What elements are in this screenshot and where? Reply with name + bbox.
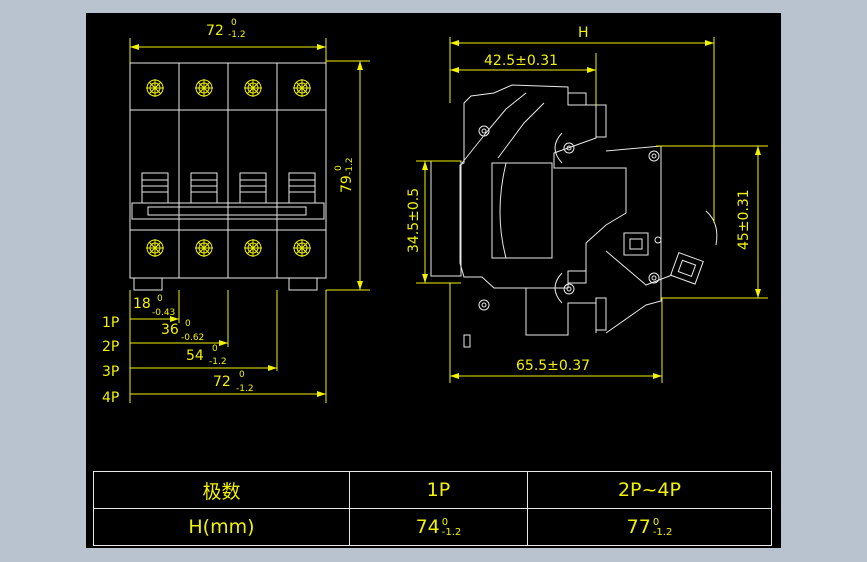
width-dimension: 72 0 -1.2 <box>129 18 327 63</box>
handle-tie-bar <box>131 202 325 220</box>
svg-text:45±0.31: 45±0.31 <box>736 189 752 250</box>
svg-text:36: 36 <box>161 322 179 338</box>
svg-text:-1.2: -1.2 <box>228 30 246 40</box>
depth-dimension: 65.5±0.37 <box>449 283 663 383</box>
svg-text:34.5±0.5: 34.5±0.5 <box>406 188 422 253</box>
svg-text:-1.2: -1.2 <box>345 157 355 175</box>
pole-label-4p: 4P <box>102 390 119 406</box>
din-clip-right <box>288 277 318 291</box>
svg-text:-0.43: -0.43 <box>152 308 175 318</box>
svg-text:0: 0 <box>231 18 237 28</box>
width-value: 72 <box>206 23 224 39</box>
svg-text:65.5±0.37: 65.5±0.37 <box>516 358 590 374</box>
header-1p: 1P <box>348 471 528 509</box>
front-view: 72 0 -1.2 79 0 -1.2 18 <box>102 18 370 406</box>
pole-label-3p: 3P <box>102 364 119 380</box>
rail-height-dimension: 34.5±0.5 <box>406 160 461 284</box>
svg-text:0: 0 <box>334 165 344 171</box>
height-dimension: 79 0 -1.2 <box>326 60 370 291</box>
pole-label-2p: 2P <box>102 339 119 355</box>
handle-square <box>623 232 649 256</box>
drawing-frame: 72 0 -1.2 79 0 -1.2 18 <box>86 13 781 548</box>
din-rail-section <box>430 160 462 277</box>
side-body-outline <box>459 84 627 289</box>
header-2p-4p: 2P~4P <box>526 471 773 509</box>
height-value: 79 <box>339 175 355 193</box>
cad-drawing: 72 0 -1.2 79 0 -1.2 18 <box>102 18 768 406</box>
svg-text:0: 0 <box>239 370 245 380</box>
svg-text:0: 0 <box>212 344 218 354</box>
rail-offset-dimension: 42.5±0.31 <box>450 53 597 105</box>
din-clip-left <box>133 277 163 291</box>
svg-text:-1.2: -1.2 <box>236 384 254 394</box>
front-height-dimension: 45±0.31 <box>656 145 768 299</box>
svg-text:54: 54 <box>186 348 204 364</box>
svg-text:0: 0 <box>185 319 191 329</box>
svg-text:-0.62: -0.62 <box>181 333 204 343</box>
svg-text:0: 0 <box>157 294 163 304</box>
h-label: H <box>578 25 589 41</box>
side-view: H 42.5±0.31 34.5±0.5 45±0.31 <box>406 25 768 383</box>
svg-text:18: 18 <box>133 296 151 312</box>
pole-label-1p: 1P <box>102 315 119 331</box>
header-label: 极数 <box>93 471 350 509</box>
row-label: H(mm) <box>93 508 350 546</box>
svg-text:-1.2: -1.2 <box>209 357 227 367</box>
svg-text:72: 72 <box>213 374 231 390</box>
table-header-row: 极数 1P 2P~4P <box>93 471 773 509</box>
svg-text:42.5±0.31: 42.5±0.31 <box>484 53 558 69</box>
handle-tab <box>669 251 704 285</box>
pole-width-dimensions: 18 0 -0.43 36 0 -0.62 54 0 -1.2 72 0 -1.… <box>102 290 327 406</box>
